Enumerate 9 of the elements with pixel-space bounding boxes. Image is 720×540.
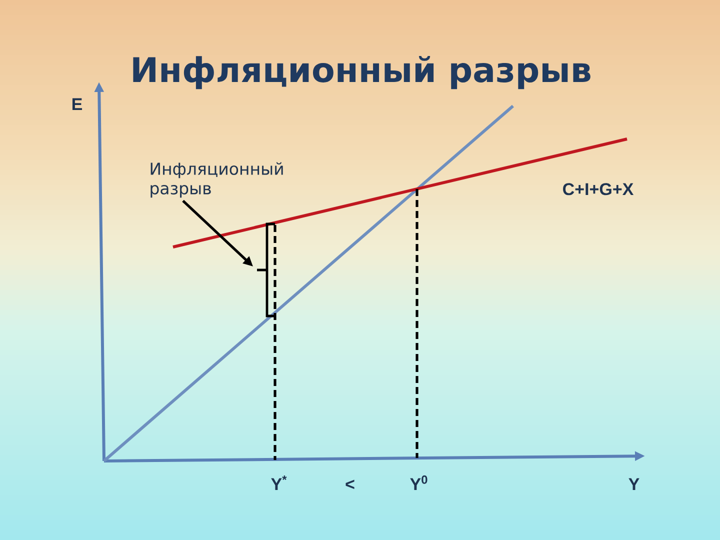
axis-label: Y$^{*}$ [271, 476, 287, 490]
axis-label: Y [628, 478, 640, 490]
inequality-sign: < [346, 480, 354, 489]
axis-label: E [72, 98, 82, 110]
axis-label: Y$^{0}$ [410, 475, 428, 490]
callout-text: Инфляционный разрыв [150, 162, 283, 198]
line-label: C+I+G+X [563, 183, 634, 196]
title: Инфляционный разрыв [133, 56, 590, 90]
brace [256, 222, 276, 318]
